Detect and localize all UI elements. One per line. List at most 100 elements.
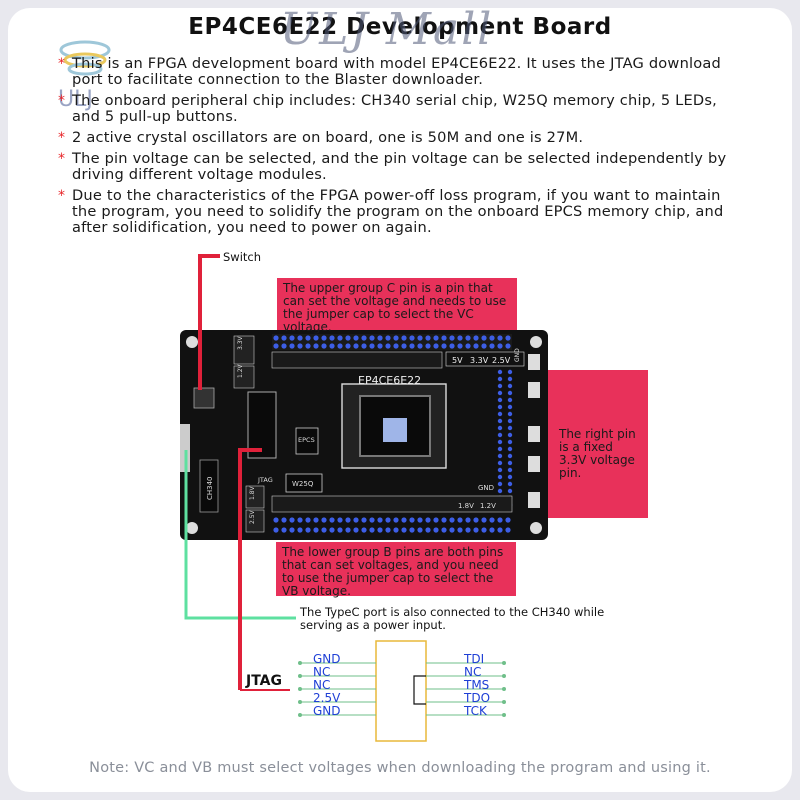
power-switch [193,387,215,409]
svg-text:1.8V: 1.8V [249,485,256,500]
footer-note: Note: VC and VB must select voltages whe… [89,760,711,776]
svg-text:3.3V: 3.3V [470,356,489,365]
w25q-chip [285,473,323,493]
header-pin [337,335,343,341]
voltage-select-top [445,351,525,367]
header-pin [273,343,279,349]
svg-text:GND: GND [478,484,494,492]
header-pin [507,418,513,424]
svg-text:JTAG: JTAG [257,476,273,484]
header-pin [497,517,503,523]
brand-logo-icon: ULJ [58,40,111,112]
header-pin [361,527,367,533]
header-pin [433,527,439,533]
jtag-pin-right: TCK [464,704,487,718]
header-pin [313,527,319,533]
ch340-chip [199,459,219,513]
header-pin [497,453,503,459]
jtag-pin-dot [298,700,302,704]
header-pin [497,369,503,375]
right-callout-bg [548,370,648,518]
svg-text:1.2V: 1.2V [237,363,244,378]
push-button [528,426,540,442]
header-pin [353,343,359,349]
header-pin [409,335,415,341]
star-icon: * [58,130,66,146]
header-pin [401,527,407,533]
jtag-connector [375,640,427,742]
header-pin [433,343,439,349]
right-callout: The right pin is a fixed 3.3V voltage pi… [559,427,636,480]
header-pin [297,343,303,349]
push-button [528,456,540,472]
header-pin [417,343,423,349]
header-pin [465,335,471,341]
header-pin [313,517,319,523]
jtag-pin-dot [502,674,506,678]
header-pin [425,343,431,349]
jtag-pin-dot [298,687,302,691]
jtag-pin-dot [298,674,302,678]
header-pin [441,527,447,533]
header-pin [361,343,367,349]
svg-text:EP4CE6E22: EP4CE6E22 [358,374,421,387]
svg-text:2.5V: 2.5V [249,509,256,524]
header-pin [345,335,351,341]
push-button [528,492,540,508]
header-pin [353,527,359,533]
silk-row-top [271,351,443,369]
header-pin [505,335,511,341]
star-icon: * [58,93,66,109]
feature-list: *This is an FPGA development board with … [58,56,748,241]
header-pin [345,527,351,533]
header-pin [329,527,335,533]
header-pin [305,343,311,349]
header-pin [377,527,383,533]
header-pin [449,527,455,533]
header-pin [465,527,471,533]
header-pin [393,335,399,341]
header-pin [505,517,511,523]
star-icon: * [58,56,66,72]
header-pin [433,335,439,341]
header-pin [337,517,343,523]
header-pin [425,335,431,341]
epcs-chip [295,427,319,455]
header-pin [507,488,513,494]
header-pin [449,343,455,349]
header-pin [409,517,415,523]
header-pin [497,404,503,410]
header-pin [457,343,463,349]
list-item: *2 active crystal oscillators are on boa… [58,129,584,147]
header-pin [273,335,279,341]
header-pin [289,517,295,523]
svg-text:3.3V: 3.3V [237,335,244,350]
header-pin [401,517,407,523]
header-pin [297,517,303,523]
header-pin [497,383,503,389]
header-pin [377,517,383,523]
jtag-pin-left: GND [313,652,341,666]
jtag-pin-left: GND [313,704,341,718]
page-title: EP4CE6E22 Development Board [188,14,612,40]
header-pin [353,517,359,523]
jtag-pin-dot [502,713,506,717]
header-pin [337,343,343,349]
switch-label: Switch [223,250,262,264]
header-pin [497,432,503,438]
svg-text:W25Q: W25Q [292,480,314,488]
jtag-pin-dot [502,687,506,691]
header-pin [497,376,503,382]
header-pin [457,335,463,341]
header-pin [273,517,279,523]
push-button [528,382,540,398]
header-pin [497,397,503,403]
header-pin [505,527,511,533]
header-pin [497,527,503,533]
typec-line [184,450,296,620]
svg-text:EPCS: EPCS [298,436,315,444]
header-pin [393,517,399,523]
header-pin [497,467,503,473]
mount-hole [530,336,542,348]
header-pin [449,335,455,341]
